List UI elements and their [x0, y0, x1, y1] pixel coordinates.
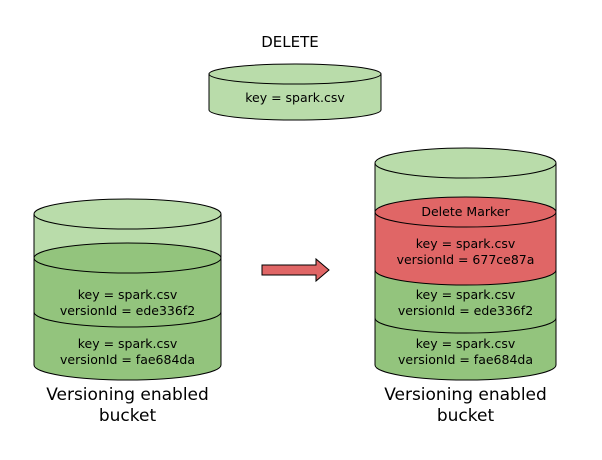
right-object-version: key = spark.csv versionId = fae684da [398, 336, 533, 367]
delete-marker-label: Delete Marker [421, 204, 510, 219]
left-object-version-id: versionId = ede336f2 [60, 303, 195, 318]
delete-marker-version: key = spark.csv versionId = 677ce87a [397, 236, 535, 267]
right-bucket-caption: Versioning enabled [384, 385, 547, 405]
request-cylinder-body [208, 74, 382, 121]
left-layer-divider [33, 311, 222, 328]
right-delete-marker-top [374, 196, 557, 228]
right-bucket-caption: bucket [437, 406, 495, 426]
delete-marker-key: key = spark.csv [416, 236, 516, 251]
left-object-version: key = spark.csv versionId = fae684da [60, 336, 195, 367]
left-bucket-stack-body [33, 258, 222, 381]
right-object-key: key = spark.csv [416, 336, 516, 351]
right-object-version-id: versionId = ede336f2 [398, 303, 533, 318]
request-cylinder-top [208, 63, 382, 85]
request-key-label: key = spark.csv [245, 90, 345, 105]
right-layer-divider [374, 317, 557, 334]
right-bucket-stack-body [374, 270, 557, 381]
right-bucket-rim [374, 147, 557, 179]
left-bucket-contents-top [33, 242, 222, 274]
right-object-version: key = spark.csv versionId = ede336f2 [398, 287, 533, 318]
left-object-version: key = spark.csv versionId = ede336f2 [60, 287, 195, 318]
left-bucket-caption: bucket [99, 406, 157, 426]
left-bucket-caption: Versioning enabled [46, 385, 209, 405]
request-cylinder: key = spark.csv [208, 63, 382, 121]
right-object-key: key = spark.csv [416, 287, 516, 302]
operation-title: DELETE [261, 33, 319, 51]
left-object-key: key = spark.csv [78, 336, 178, 351]
transition-arrow [261, 257, 330, 283]
left-object-version-id: versionId = fae684da [60, 352, 195, 367]
delete-marker-version-id: versionId = 677ce87a [397, 252, 535, 267]
left-bucket: key = spark.csv versionId = ede336f2 key… [33, 198, 222, 426]
right-bucket: Delete Marker key = spark.csv versionId … [374, 147, 557, 426]
right-object-version-id: versionId = fae684da [398, 352, 533, 367]
left-bucket-rim [33, 198, 222, 230]
right-delete-marker-body [374, 212, 557, 286]
left-object-key: key = spark.csv [78, 287, 178, 302]
